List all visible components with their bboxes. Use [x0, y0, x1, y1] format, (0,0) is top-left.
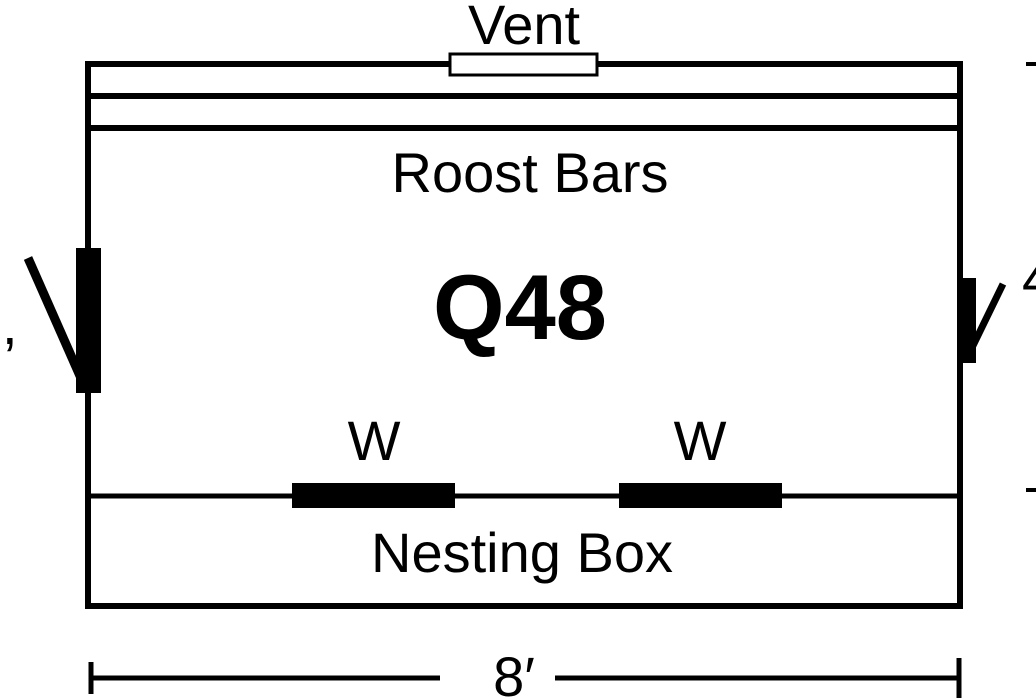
right-edge-fragment: 4 [1022, 247, 1036, 310]
nesting-box-label: Nesting Box [371, 521, 673, 584]
vent-box [448, 52, 599, 77]
left-edge-fragment: , [2, 293, 18, 356]
door-right-swing [962, 282, 1007, 362]
window-left-bar [292, 483, 455, 508]
coop-model-title: Q48 [433, 257, 607, 359]
door-left-swing [23, 256, 89, 387]
roost-bars-label: Roost Bars [392, 141, 669, 204]
window-right-bar [619, 483, 782, 508]
window-left-label: W [348, 409, 401, 472]
vent-label: Vent [468, 0, 581, 56]
window-right-label: W [674, 409, 727, 472]
width-dimension-label: 8′ [493, 645, 535, 700]
